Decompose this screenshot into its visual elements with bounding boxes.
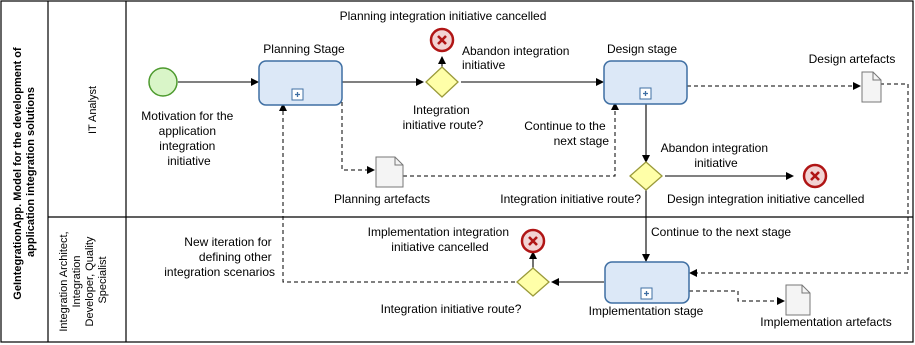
- end-event-implementation: [520, 228, 546, 254]
- gateway-2-label: Integration initiative route?: [500, 192, 641, 206]
- pool-title: GeIntegrationApp. Model for the developm…: [12, 44, 37, 299]
- document-icon-implementation: [785, 284, 811, 316]
- sequence-flows: [178, 56, 794, 286]
- gateway-1-label: Integration initiative route?: [403, 103, 484, 132]
- gateway-3-label: Integration initiative route?: [381, 302, 522, 316]
- document-icon-design: [861, 71, 882, 103]
- task-design: [603, 60, 688, 105]
- document-icon-planning: [375, 156, 404, 188]
- task-planning: [258, 60, 343, 106]
- impl-artefacts-label: Implementation artefacts: [760, 315, 891, 329]
- task-label-implementation: Implementation stage: [589, 304, 704, 318]
- continue-next-label: Continue to the next stage: [524, 119, 609, 148]
- task-label-planning: Planning Stage: [263, 42, 345, 56]
- dashed-flows: [279, 82, 909, 305]
- task-label-design: Design stage: [607, 42, 677, 56]
- task-implementation: [604, 261, 690, 304]
- gateway-2: [629, 161, 663, 191]
- design-cancelled-label: Design integration initiative cancelled: [667, 192, 864, 206]
- start-label: Motivation for the application integrati…: [141, 109, 236, 168]
- end-event-design: [802, 163, 828, 189]
- design-artefacts-label: Design artefacts: [809, 52, 896, 66]
- planning-artefacts-label: Planning artefacts: [334, 192, 430, 206]
- lane-title-it-analyst: IT Analyst: [87, 86, 99, 134]
- gateway-1: [425, 66, 459, 98]
- lane-title-architect: Integration Architect, Integration Devel…: [58, 228, 109, 331]
- continue-next-stage-label: Continue to the next stage: [651, 225, 791, 239]
- new-iteration-label: New iteration for defining other integra…: [164, 235, 275, 279]
- planning-cancelled-label: Planning integration initiative cancelle…: [340, 9, 547, 23]
- impl-cancelled-label: Implementation integration initiative ca…: [368, 225, 513, 254]
- start-event: [148, 67, 178, 97]
- gateway-3: [516, 267, 550, 297]
- abandon-mid-label: Abandon integration initiative: [661, 141, 772, 170]
- end-event-planning: [429, 27, 455, 53]
- abandon-top-label: Abandon integration initiative: [462, 44, 573, 72]
